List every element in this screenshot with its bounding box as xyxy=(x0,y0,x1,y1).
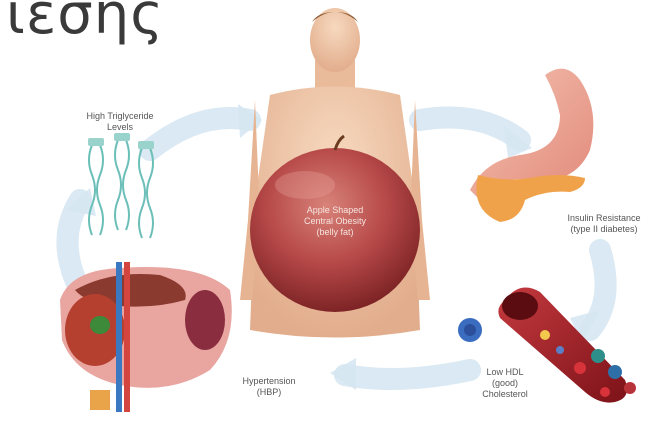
hypertension-label: Hypertension (HBP) xyxy=(224,376,314,398)
hdl-cholesterol-label: Low HDL (good) Cholesterol xyxy=(470,367,540,400)
insulin-resistance-label: Insulin Resistance (type II diabetes) xyxy=(552,213,656,235)
abdominal-organs xyxy=(60,262,232,412)
stomach-pancreas xyxy=(470,69,593,222)
triglyceride-heads xyxy=(88,133,154,149)
cycle-arrow-bottom xyxy=(345,370,470,379)
triglyceride-label: High Triglyceride Levels xyxy=(70,111,170,133)
apple-obesity-label: Apple Shaped Central Obesity (belly fat) xyxy=(272,205,398,238)
cycle-arrow-left xyxy=(68,200,81,290)
